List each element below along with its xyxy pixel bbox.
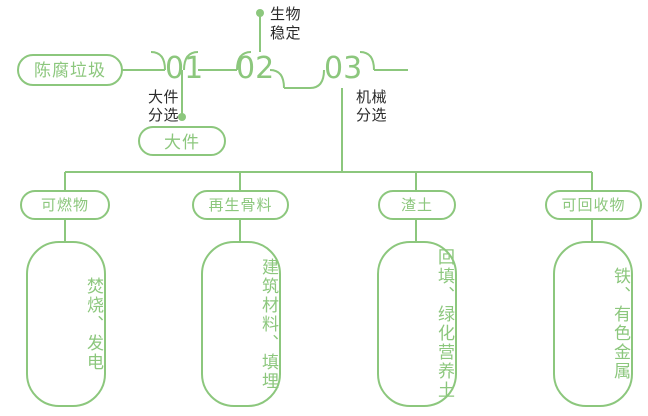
source-node-label[interactable]: 陈腐垃圾 bbox=[34, 61, 106, 80]
hook-03-left bbox=[309, 69, 325, 89]
stage-02-process-line2: 稳定 bbox=[270, 25, 302, 42]
category-pill-4 bbox=[545, 190, 642, 220]
hook-01-left bbox=[150, 51, 166, 71]
treatment-label-2: 建筑材料、填埋 bbox=[259, 257, 278, 391]
stage-02-process-line1: 生物 bbox=[270, 6, 302, 23]
stage-number-02[interactable]: 02 bbox=[236, 51, 275, 86]
branch-dot-biostable bbox=[256, 9, 264, 17]
category-label-2[interactable]: 再生骨料 bbox=[208, 197, 273, 214]
stage-01-output-label[interactable]: 大件 bbox=[164, 133, 200, 152]
treatment-label-3: 回填、绿化营养土 bbox=[435, 248, 454, 400]
stage-01-process-line2: 分选 bbox=[147, 107, 179, 124]
stage-01-process-line1: 大件 bbox=[147, 89, 179, 106]
category-label-4[interactable]: 可回收物 bbox=[561, 197, 626, 214]
treatment-label-1: 焚烧、发电 bbox=[84, 276, 103, 372]
hook-03-right bbox=[359, 51, 375, 71]
category-label-1[interactable]: 可燃物 bbox=[40, 197, 89, 214]
dajian-pill-outline bbox=[138, 126, 226, 156]
treatment-label-4: 铁、有色金属 bbox=[611, 267, 630, 381]
category-label-3[interactable]: 渣土 bbox=[400, 197, 433, 214]
hook-02-left bbox=[236, 51, 252, 71]
hook-01-right bbox=[183, 51, 199, 71]
branch-dot-dajian bbox=[178, 113, 186, 121]
stage-03-process-line2: 分选 bbox=[356, 107, 388, 124]
stage-number-01[interactable]: 01 bbox=[165, 51, 204, 86]
treatment-box-4 bbox=[553, 241, 633, 407]
treatment-box-3 bbox=[377, 241, 457, 407]
hook-02-right bbox=[269, 69, 285, 89]
stage-number-03[interactable]: 03 bbox=[324, 51, 363, 86]
treatment-box-1 bbox=[26, 241, 106, 407]
treatment-box-2 bbox=[201, 241, 281, 407]
stage-03-process-line1: 机械 bbox=[356, 89, 388, 106]
